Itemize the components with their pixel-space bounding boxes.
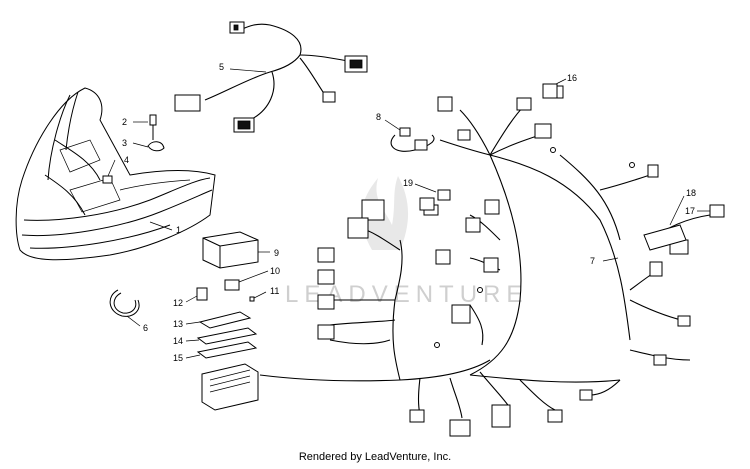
callout-15: 15 (173, 353, 201, 363)
callout-2: 2 (122, 117, 148, 127)
callout-18: 18 (669, 188, 696, 226)
callout-8: 8 (376, 112, 401, 131)
fuse-relay-group (196, 231, 259, 411)
watermark-logo (361, 176, 409, 250)
connector-part-19 (419, 189, 451, 211)
svg-text:9: 9 (274, 248, 279, 258)
callout-7: 7 (590, 256, 619, 266)
callout-12: 12 (173, 295, 198, 308)
svg-text:6: 6 (143, 323, 148, 333)
ring-part-6 (109, 289, 140, 317)
svg-text:15: 15 (173, 353, 183, 363)
plug-part-16 (542, 83, 558, 99)
clip-part-4 (102, 175, 113, 184)
screw-part-2 (149, 114, 157, 140)
svg-text:2: 2 (122, 117, 127, 127)
sub-harness-5 (174, 21, 368, 133)
harness-connectors (317, 85, 725, 437)
svg-text:7: 7 (590, 256, 595, 266)
callout-9: 9 (258, 248, 279, 258)
svg-text:13: 13 (173, 319, 183, 329)
pigtail-part-8 (390, 127, 435, 152)
svg-text:8: 8 (376, 112, 381, 122)
render-credit: Rendered by LeadVenture, Inc. (298, 451, 452, 463)
svg-text:16: 16 (567, 73, 577, 83)
callout-17: 17 (685, 206, 710, 216)
svg-text:1: 1 (176, 225, 181, 235)
svg-text:12: 12 (173, 298, 183, 308)
clip-part-3 (147, 141, 165, 152)
svg-text:18: 18 (686, 188, 696, 198)
callouts: 1 2 3 4 5 6 7 8 9 10 11 12 13 14 15 16 1… (107, 62, 710, 363)
callout-16: 16 (555, 73, 577, 85)
callout-10: 10 (238, 266, 280, 283)
callout-11: 11 (253, 286, 279, 299)
label-part-18 (643, 224, 687, 251)
callout-4: 4 (107, 155, 129, 177)
callout-6: 6 (126, 315, 148, 333)
callout-1: 1 (149, 221, 181, 235)
callout-13: 13 (173, 319, 201, 329)
svg-text:17: 17 (685, 206, 695, 216)
svg-text:3: 3 (122, 138, 127, 148)
headlight-housing (15, 87, 216, 261)
callout-5: 5 (219, 62, 267, 73)
svg-text:10: 10 (270, 266, 280, 276)
callout-19: 19 (403, 178, 437, 193)
svg-text:19: 19 (403, 178, 413, 188)
svg-text:11: 11 (270, 286, 279, 296)
svg-text:4: 4 (124, 155, 129, 165)
callout-14: 14 (173, 336, 200, 346)
svg-text:5: 5 (219, 62, 224, 72)
callout-3: 3 (122, 138, 149, 148)
svg-text:14: 14 (173, 336, 183, 346)
